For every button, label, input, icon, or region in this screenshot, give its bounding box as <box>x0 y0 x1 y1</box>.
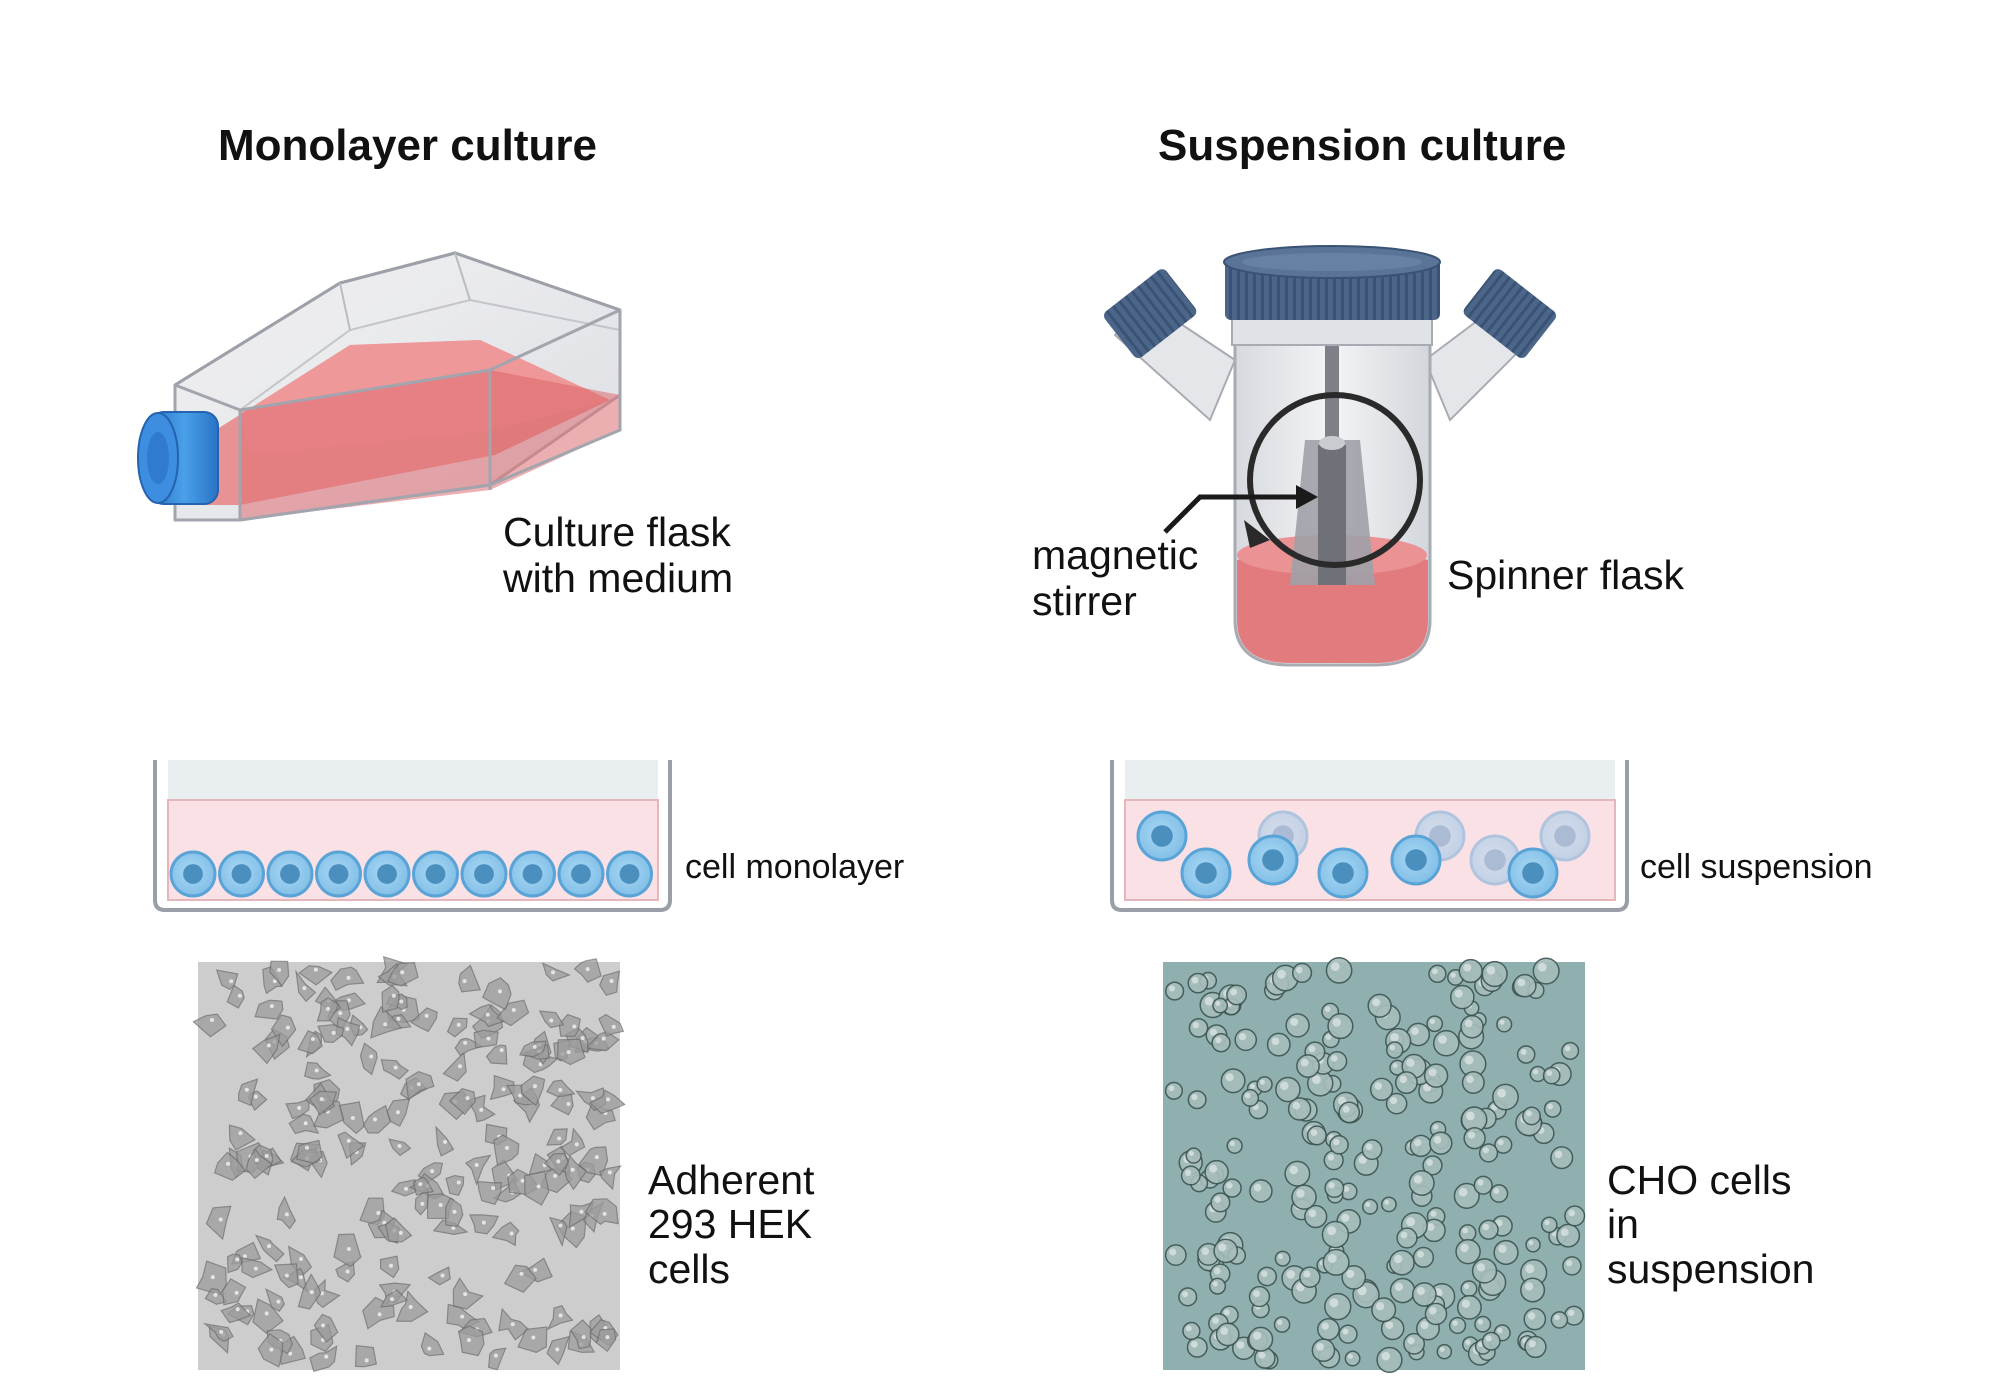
cho-micrograph <box>1163 956 1586 1373</box>
adherent-cell <box>218 850 265 898</box>
monolayer-dish <box>153 760 672 912</box>
suspended-cell <box>1469 834 1521 886</box>
adherent-cell <box>557 850 605 898</box>
suspended-cell <box>1247 834 1299 886</box>
spinner-flask-label: Spinner flask <box>1447 552 1685 598</box>
spinner-flask-illustration <box>1104 245 1556 667</box>
hek-label-line-3: cells <box>648 1245 731 1292</box>
adherent-cell <box>169 850 217 898</box>
culture-flask-label: Culture flask with medium <box>503 509 734 602</box>
suspension-cells <box>1136 810 1591 899</box>
hek-label-line-2: 293 HEK <box>648 1201 813 1248</box>
suspended-cell <box>1136 810 1188 862</box>
cho-label-line-3: suspension <box>1607 1245 1815 1292</box>
suspension-title: Suspension culture <box>1158 121 1567 170</box>
spinner-cap-icon <box>1223 245 1441 320</box>
magnetic-stirrer-label-line-2: stirrer <box>1032 577 1137 624</box>
magnetic-stirrer-label: magnetic stirrer <box>1032 532 1199 625</box>
cho-micrograph-label: CHO cells in suspension <box>1607 1158 1814 1291</box>
monolayer-title: Monolayer culture <box>218 121 597 170</box>
culture-flask-label-line-2: with medium <box>503 554 734 601</box>
suspended-cell <box>1180 847 1232 899</box>
adherent-cell <box>606 850 653 898</box>
cho-label-line-2: in <box>1607 1201 1639 1248</box>
cell-monolayer-label: cell monolayer <box>685 848 905 886</box>
adherent-cell <box>315 850 362 898</box>
suspended-cell <box>1507 847 1559 899</box>
monolayer-cells <box>169 850 653 898</box>
suspended-cell <box>1539 810 1591 862</box>
cell-suspension-label: cell suspension <box>1640 848 1873 886</box>
hek-micrograph <box>192 956 626 1372</box>
hek-micrograph-label: Adherent 293 HEK cells <box>648 1158 814 1291</box>
side-cap-right-icon <box>1463 269 1556 359</box>
adherent-cell <box>412 850 459 898</box>
magnetic-stirrer-label-line-1: magnetic <box>1032 532 1199 578</box>
culture-flask-label-line-1: Culture flask <box>503 509 731 555</box>
suspended-cell <box>1390 834 1442 886</box>
side-cap-left-icon <box>1104 269 1197 359</box>
hek-label-line-1: Adherent <box>648 1157 815 1203</box>
adherent-cell <box>509 850 556 898</box>
suspension-dish <box>1110 760 1629 912</box>
adherent-cell <box>460 850 508 898</box>
adherent-cell <box>363 850 411 898</box>
flask-cap-icon <box>137 411 219 505</box>
adherent-cell <box>266 850 314 898</box>
cho-label-line-1: CHO cells <box>1607 1157 1792 1203</box>
culture-flask-illustration <box>137 251 622 522</box>
suspended-cell <box>1317 847 1369 899</box>
